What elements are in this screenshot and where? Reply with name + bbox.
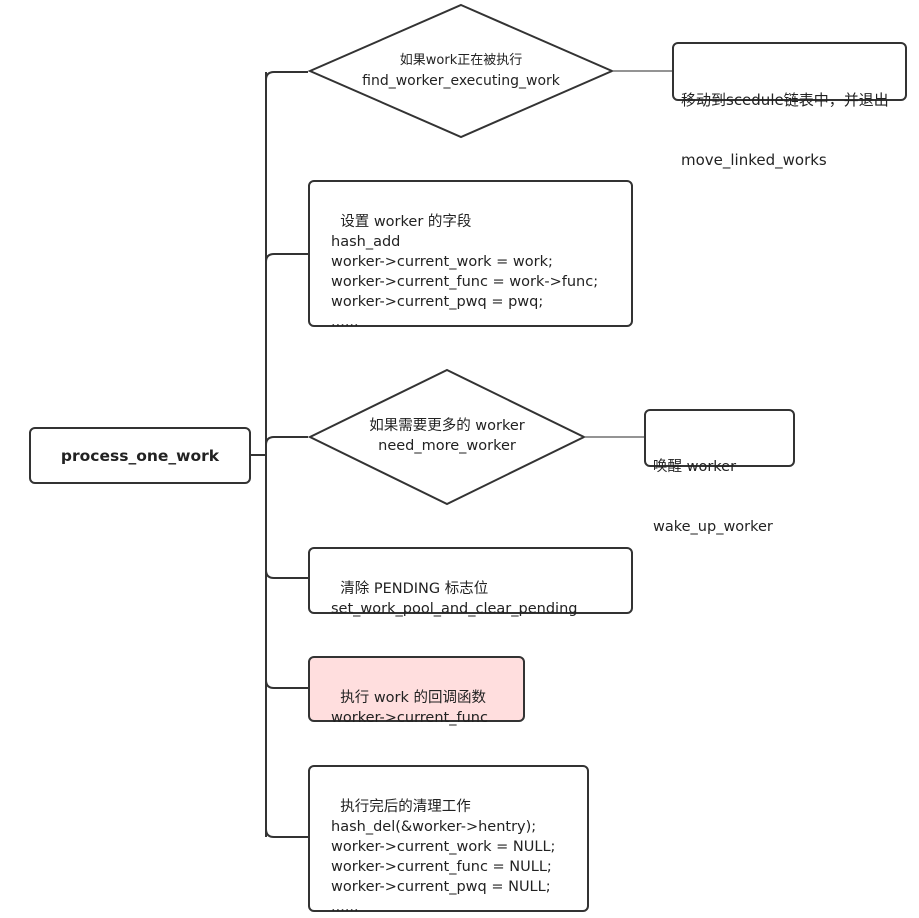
decision-more: 如果需要更多的 worker need_more_worker — [330, 416, 564, 456]
decision-executing-shape — [307, 3, 615, 139]
decision-more-shape — [307, 368, 587, 506]
decision-more-line1: 如果需要更多的 worker — [369, 418, 525, 434]
set-fields-text: 设置 worker 的字段 hash_add worker->current_w… — [331, 214, 599, 330]
clear-pending-text: 清除 PENDING 标志位 set_work_pool_and_clear_p… — [331, 581, 578, 617]
set-fields-node: 设置 worker 的字段 hash_add worker->current_w… — [308, 180, 633, 330]
cleanup-node: 执行完后的清理工作 hash_del(&worker->hentry); wor… — [308, 765, 589, 915]
exec-func-node: 执行 work 的回调函数 worker->current_func — [308, 656, 525, 726]
cleanup-text: 执行完后的清理工作 hash_del(&worker->hentry); wor… — [331, 799, 556, 915]
leaf-wake-line2: wake_up_worker — [653, 519, 773, 535]
decision-executing-line1: 如果work正在被执行 — [399, 53, 523, 68]
exec-func-text: 执行 work 的回调函数 worker->current_func — [331, 690, 488, 726]
decision-executing-line2: find_worker_executing_work — [362, 73, 560, 89]
leaf-move-line1: 移动到scedule链表中，并退出 — [681, 91, 889, 109]
decision-executing: 如果work正在被执行 find_worker_executing_work — [330, 51, 592, 91]
clear-pending-node: 清除 PENDING 标志位 set_work_pool_and_clear_p… — [308, 547, 633, 617]
leaf-move-linked-works: 移动到scedule链表中，并退出 move_linked_works — [672, 42, 907, 169]
root-node: process_one_work — [29, 427, 251, 484]
decision-more-line2: need_more_worker — [378, 438, 516, 454]
leaf-wake-up-worker: 唤醒 worker wake_up_worker — [644, 409, 795, 535]
leaf-wake-line1: 唤醒 worker — [653, 459, 737, 475]
leaf-move-line2: move_linked_works — [681, 151, 827, 169]
root-label: process_one_work — [60, 446, 220, 465]
